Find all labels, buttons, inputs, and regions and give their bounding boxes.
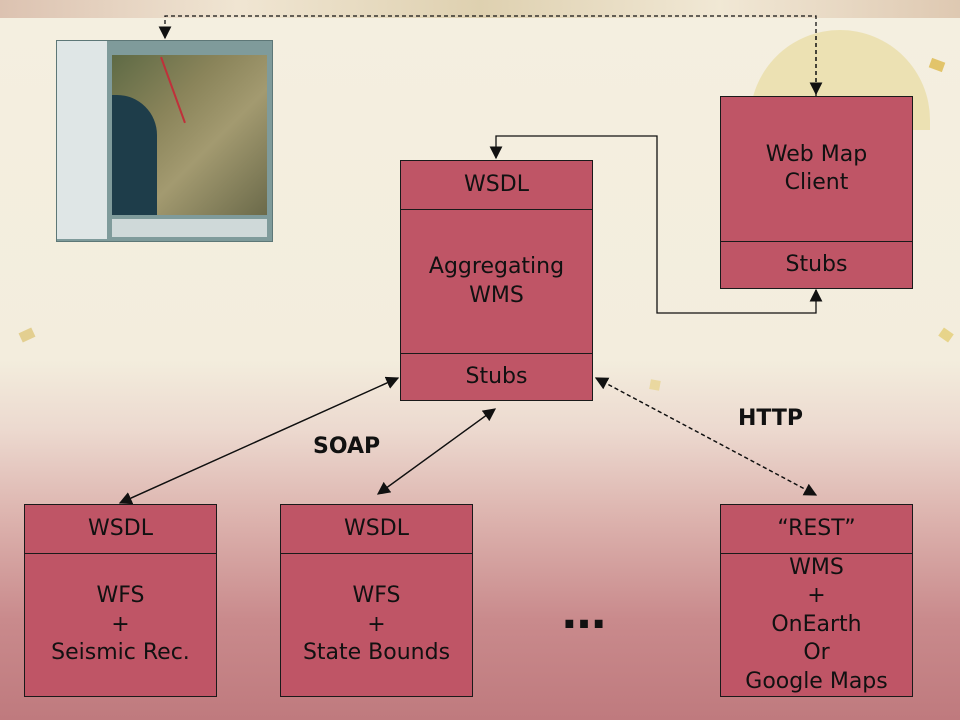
- dashed-arrow-client-to-thumbnail: [158, 15, 817, 96]
- http-arrow-rest-back: [594, 377, 817, 496]
- soap-label: SOAP: [313, 434, 381, 459]
- web-map-client-box: Web Map Client Stubs: [720, 96, 913, 289]
- map-screenshot-thumbnail: [56, 40, 273, 242]
- arrow-client-stubs-to-aggregating: [489, 135, 817, 314]
- thumbnail-bottom-bar: [112, 219, 267, 237]
- separator: [281, 553, 472, 554]
- web-map-client-title: Web Map Client: [765, 141, 868, 196]
- thumbnail-side-panel: [57, 41, 107, 239]
- separator: [721, 553, 912, 554]
- separator: [401, 353, 592, 354]
- http-label: HTTP: [738, 406, 804, 431]
- wms-onearth-rest: “REST”: [777, 515, 856, 541]
- wfs-state-title: WFS + State Bounds: [302, 583, 451, 666]
- soap-arrow-state-back: [376, 408, 496, 495]
- wfs-seismic-wsdl: WSDL: [88, 515, 153, 541]
- wfs-state-wsdl: WSDL: [344, 515, 409, 541]
- thumbnail-map-area: [112, 55, 267, 215]
- ellipsis-more-services: …: [562, 588, 610, 639]
- wms-onearth-title: WMS + OnEarth Or Google Maps: [745, 554, 888, 694]
- wfs-seismic-box: WSDL WFS + Seismic Rec.: [24, 504, 217, 697]
- decorative-red-band: [0, 0, 960, 18]
- separator: [25, 553, 216, 554]
- wfs-state-box: WSDL WFS + State Bounds: [280, 504, 473, 697]
- web-map-client-stubs: Stubs: [785, 251, 848, 277]
- separator: [721, 241, 912, 242]
- aggregating-wms-box: WSDL Aggregating WMS Stubs: [400, 160, 593, 401]
- thumbnail-ocean: [112, 95, 157, 215]
- aggregating-wms-title: Aggregating WMS: [428, 254, 565, 308]
- separator: [401, 209, 592, 210]
- soap-arrow-seismic-back: [118, 377, 399, 505]
- aggregating-wms-wsdl: WSDL: [464, 171, 529, 197]
- wms-onearth-box: “REST” WMS + OnEarth Or Google Maps: [720, 504, 913, 697]
- aggregating-wms-stubs: Stubs: [465, 363, 528, 389]
- wfs-seismic-title: WFS + Seismic Rec.: [51, 583, 190, 666]
